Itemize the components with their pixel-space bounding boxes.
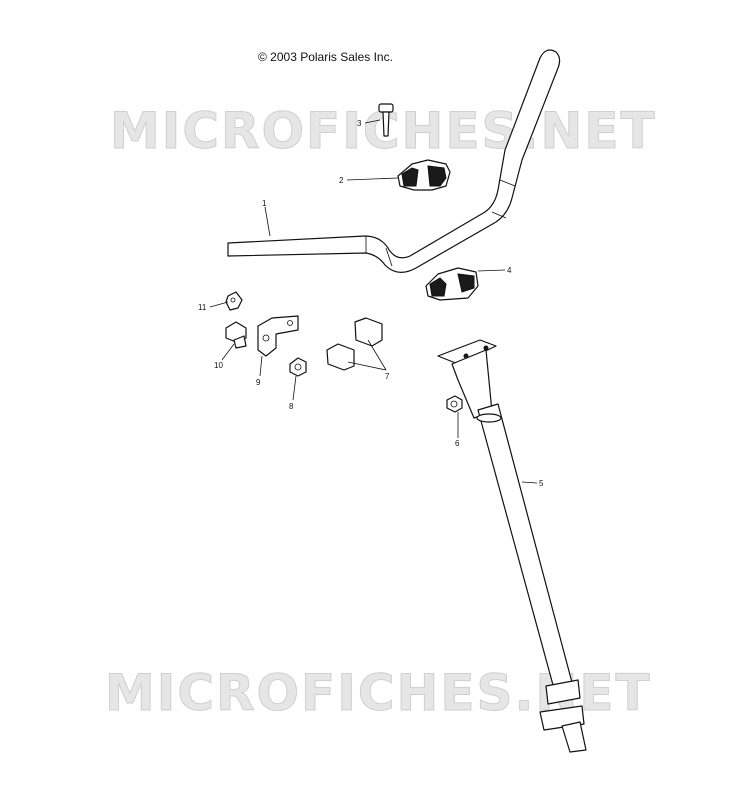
bolt-part-10 — [225, 321, 247, 349]
fitting-part-11 — [225, 291, 243, 311]
cable-clips-part-7 — [326, 317, 383, 371]
callout-4: 4 — [507, 266, 512, 275]
handlebar-part-1 — [227, 49, 561, 273]
copyright-notice: © 2003 Polaris Sales Inc. — [258, 50, 393, 64]
callout-2: 2 — [339, 176, 344, 185]
bolt-part-3 — [378, 103, 394, 137]
nut-part-8 — [289, 357, 307, 377]
bracket-part-9 — [257, 315, 299, 357]
callout-7: 7 — [385, 372, 390, 381]
callout-11: 11 — [198, 303, 207, 312]
callout-10: 10 — [214, 361, 223, 370]
callout-3: 3 — [357, 119, 362, 128]
leader-lines — [209, 119, 538, 484]
lower-clamp-part-4 — [425, 267, 479, 301]
nut-part-6 — [446, 395, 463, 413]
callout-1: 1 — [262, 199, 267, 208]
callout-9: 9 — [256, 378, 261, 387]
callout-5: 5 — [539, 479, 544, 488]
steering-column-part-5 — [437, 339, 587, 753]
upper-clamp-part-2 — [397, 159, 451, 191]
callout-8: 8 — [289, 402, 294, 411]
callout-6: 6 — [455, 439, 460, 448]
